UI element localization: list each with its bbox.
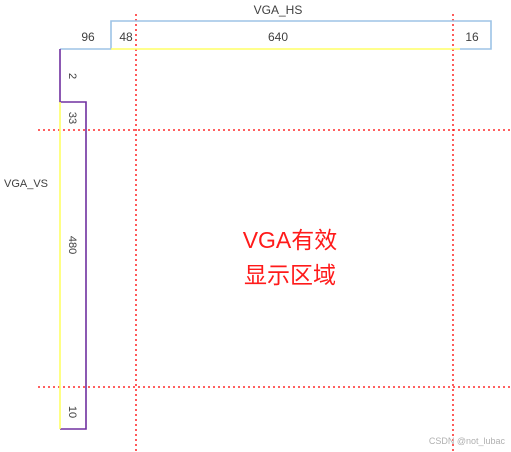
hs-front-porch-label: 16 — [465, 30, 479, 44]
vs-title: VGA_VS — [4, 178, 48, 190]
display-area-label-line1: VGA有效 — [242, 227, 338, 253]
hs-sync-pulse-line — [60, 20, 492, 50]
vs-front-porch-label: 10 — [66, 406, 78, 418]
hs-waveform — [60, 20, 492, 50]
vs-sync-label: 2 — [66, 73, 78, 79]
hs-active-label: 640 — [268, 30, 288, 44]
vs-back-porch-label: 33 — [66, 112, 78, 124]
hs-title: VGA_HS — [254, 3, 303, 17]
display-area-guides — [38, 14, 511, 452]
display-area-label-line2: 显示区域 — [244, 262, 336, 288]
vs-sync-pulse-line — [59, 49, 87, 430]
vs-waveform — [59, 49, 87, 430]
hs-back-porch-label: 48 — [119, 30, 133, 44]
vs-active-label: 480 — [66, 236, 78, 254]
watermark: CSDN @not_lubac — [428, 436, 505, 446]
hs-sync-label: 96 — [81, 30, 95, 44]
